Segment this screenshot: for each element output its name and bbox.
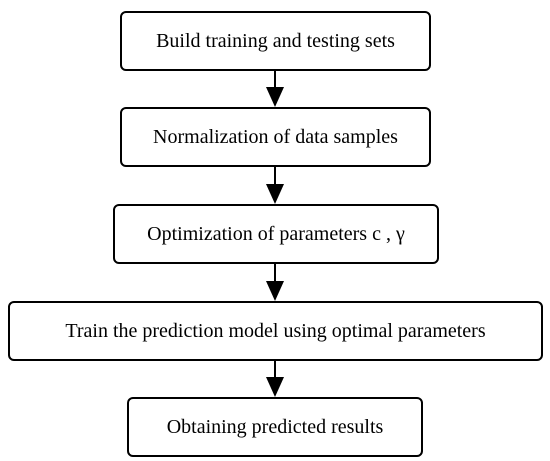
arrow-down-3 <box>264 264 286 301</box>
step-label: Build training and testing sets <box>156 29 395 52</box>
arrow-down-4 <box>264 361 286 397</box>
step-optimization: Optimization of parameters c , γ <box>113 204 439 264</box>
arrow-down-1 <box>264 71 286 107</box>
step-normalization: Normalization of data samples <box>120 107 431 167</box>
arrow-down-2 <box>264 167 286 204</box>
step-train-model: Train the prediction model using optimal… <box>8 301 543 361</box>
step-predicted-results: Obtaining predicted results <box>127 397 423 457</box>
step-label: Train the prediction model using optimal… <box>65 319 486 342</box>
step-label: Normalization of data samples <box>153 125 398 148</box>
step-build-sets: Build training and testing sets <box>120 11 431 71</box>
step-label: Optimization of parameters c , γ <box>147 222 405 245</box>
step-label: Obtaining predicted results <box>166 415 384 438</box>
